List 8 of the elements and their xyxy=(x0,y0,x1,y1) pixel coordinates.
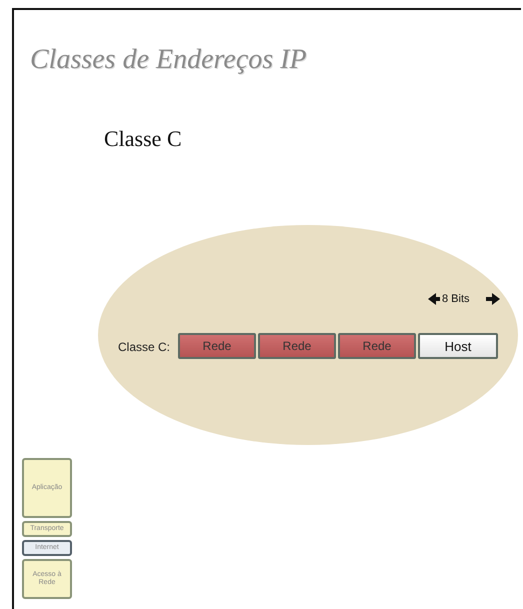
address-field: Host xyxy=(418,333,498,359)
row-label: Classe C: xyxy=(118,340,170,354)
address-field: Rede xyxy=(258,333,336,359)
dimension-label: 8 Bits xyxy=(442,293,470,305)
address-field: Rede xyxy=(178,333,256,359)
title: Classes de Endereços IP xyxy=(30,44,307,76)
address-field: Rede xyxy=(338,333,416,359)
subtitle: Classe C xyxy=(104,126,182,152)
